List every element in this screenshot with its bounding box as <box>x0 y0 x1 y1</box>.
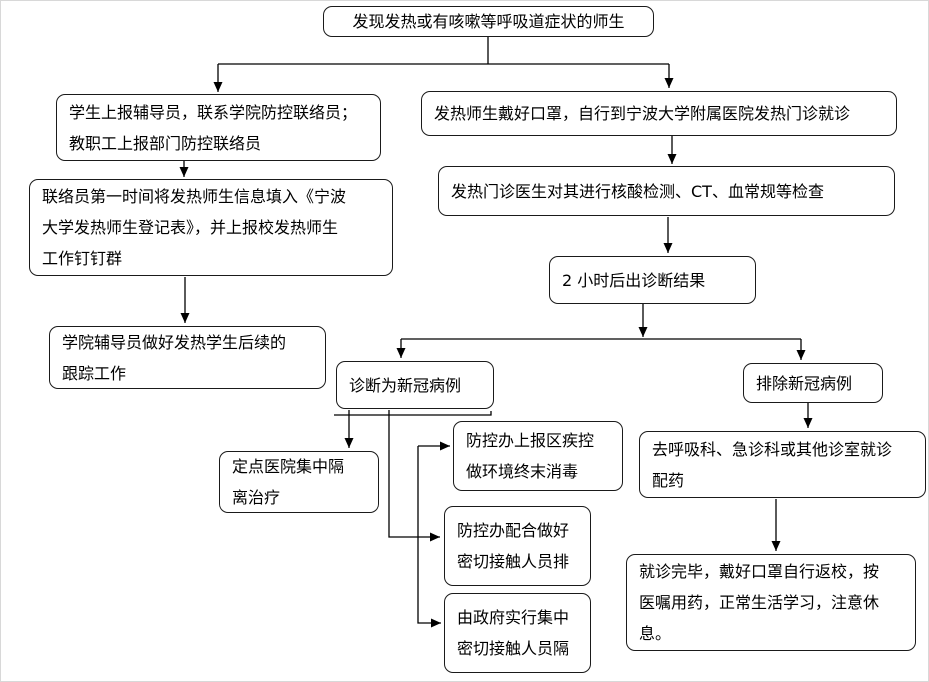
edge-right-chain <box>663 136 677 253</box>
node-follow-up: 学院辅导员做好发热学生后续的 跟踪工作 <box>49 326 326 389</box>
node-return-school: 就诊完毕，戴好口罩自行返校，按 医嘱用药，正常生活学习，注意休 息。 <box>626 554 916 651</box>
edge-excluded-branches <box>771 403 813 551</box>
node-diagnosed: 诊断为新冠病例 <box>336 361 494 409</box>
node-diagnosed-text: 诊断为新冠病例 <box>349 375 462 395</box>
edge-result-split <box>396 304 806 360</box>
node-tests: 发热门诊医生对其进行核酸检测、CT、血常规等检查 <box>438 166 895 216</box>
node-gov-quarantine: 由政府实行集中 密切接触人员隔 <box>444 593 591 673</box>
edge-left-chain <box>179 161 190 323</box>
node-report-cdc-text: 防控办上报区疾控 做环境终末消毒 <box>466 431 595 481</box>
node-other-clinic-text: 去呼吸科、急诊科或其他诊室就诊 配药 <box>652 439 893 490</box>
node-excluded: 排除新冠病例 <box>743 363 883 403</box>
node-close-contacts-text: 防控办配合做好 密切接触人员排 <box>457 521 570 571</box>
node-close-contacts: 防控办配合做好 密切接触人员排 <box>444 506 591 586</box>
node-result-2h: 2 小时后出诊断结果 <box>549 256 756 304</box>
node-start-text: 发现发热或有咳嗽等呼吸道症状的师生 <box>352 12 625 31</box>
node-report-contact-text: 学生上报辅导员，联系学院防控联络员； 教职工上报部门防控联络员 <box>69 102 358 153</box>
edge-diagnosed-branches <box>334 410 492 628</box>
edge-start-split <box>213 37 674 92</box>
node-return-school-text: 就诊完毕，戴好口罩自行返校，按 医嘱用药，正常生活学习，注意休 息。 <box>639 562 880 643</box>
node-designated-hospital: 定点医院集中隔 离治疗 <box>219 451 379 513</box>
node-designated-hospital-text: 定点医院集中隔 离治疗 <box>232 457 345 507</box>
node-start: 发现发热或有咳嗽等呼吸道症状的师生 <box>323 6 654 37</box>
node-result-2h-text: 2 小时后出诊断结果 <box>562 270 706 290</box>
node-report-cdc: 防控办上报区疾控 做环境终末消毒 <box>453 421 623 491</box>
node-go-hospital-text: 发热师生戴好口罩，自行到宁波大学附属医院发热门诊就诊 <box>434 104 851 123</box>
node-tests-text: 发热门诊医生对其进行核酸检测、CT、血常规等检查 <box>451 181 824 201</box>
node-other-clinic: 去呼吸科、急诊科或其他诊室就诊 配药 <box>639 431 926 498</box>
node-follow-up-text: 学院辅导员做好发热学生后续的 跟踪工作 <box>62 332 287 383</box>
node-fill-form: 联络员第一时间将发热师生信息填入《宁波 大学发热师生登记表》，并上报校发热师生 … <box>29 179 393 276</box>
node-report-contact: 学生上报辅导员，联系学院防控联络员； 教职工上报部门防控联络员 <box>56 94 381 161</box>
node-fill-form-text: 联络员第一时间将发热师生信息填入《宁波 大学发热师生登记表》，并上报校发热师生 … <box>42 187 347 268</box>
node-excluded-text: 排除新冠病例 <box>756 373 853 393</box>
node-gov-quarantine-text: 由政府实行集中 密切接触人员隔 <box>457 608 570 658</box>
node-go-hospital: 发热师生戴好口罩，自行到宁波大学附属医院发热门诊就诊 <box>421 91 897 136</box>
